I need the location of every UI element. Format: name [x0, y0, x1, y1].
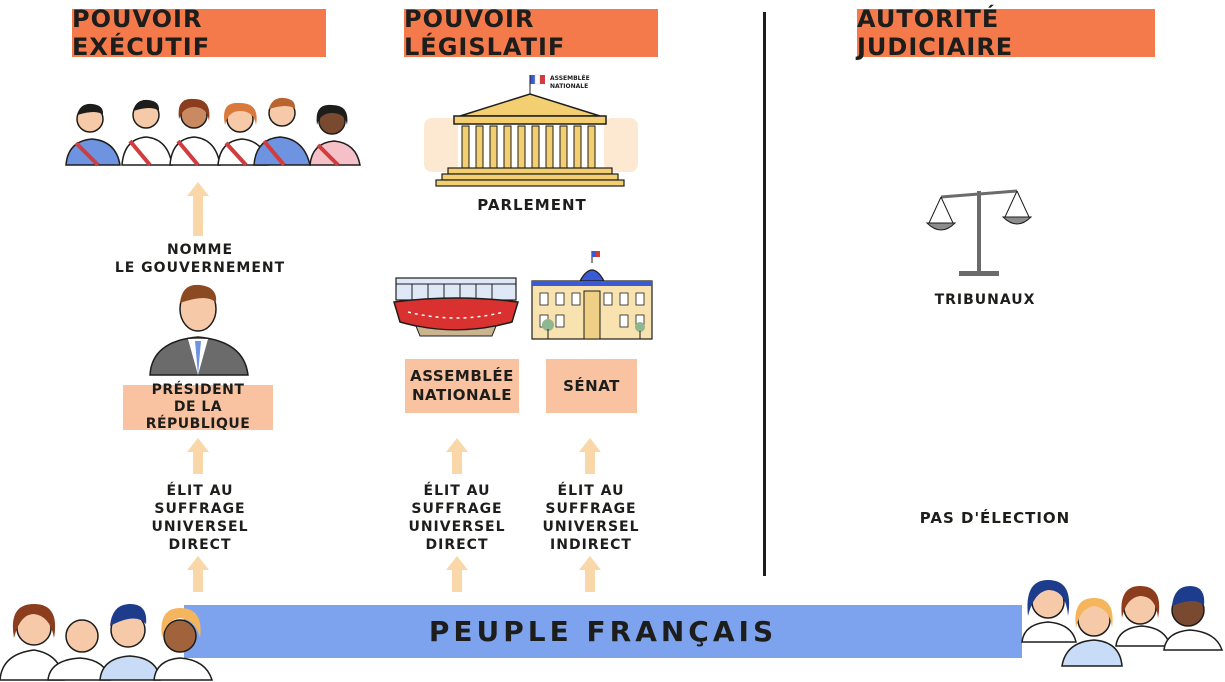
- box-assemblee-nationale: ASSEMBLÉE NATIONALE: [405, 359, 519, 413]
- assemblee-flag-label: ASSEMBLÉE: [550, 74, 590, 82]
- arrow-exec-mid: [187, 438, 209, 474]
- arrow-senat-mid: [579, 438, 601, 474]
- people-left-illustration: [0, 604, 214, 681]
- banner-peuple-francais: PEUPLE FRANÇAIS: [184, 605, 1022, 658]
- arrow-nomme: [187, 182, 209, 236]
- arrow-an-mid: [446, 438, 468, 474]
- arrow-senat-bottom: [579, 556, 601, 592]
- header-judicial: Autorité judiciaire: [857, 5, 1155, 61]
- box-president: PRÉSIDENT DE LA RÉPUBLIQUE: [123, 382, 273, 432]
- label-nomme-gouvernement: NOMME LE GOUVERNEMENT: [114, 242, 286, 276]
- svg-text:NATIONALE: NATIONALE: [550, 83, 588, 90]
- label-an-election: ÉLIT AU SUFFRAGE UNIVERSEL DIRECT: [408, 483, 506, 553]
- arrow-an-bottom: [446, 556, 468, 592]
- assemblee-hemicycle-illustration: [393, 277, 519, 337]
- header-legislative: Pouvoir législatif: [404, 5, 658, 61]
- parlement-illustration: ASSEMBLÉE NATIONALE: [424, 74, 638, 187]
- scales-of-justice-icon: [925, 189, 1033, 276]
- label-pas-election: PAS D'ÉLECTION: [919, 509, 1071, 527]
- arrow-exec-bottom: [187, 556, 209, 592]
- people-right-illustration: [1021, 580, 1224, 667]
- box-senat: SÉNAT: [546, 359, 637, 413]
- label-senat-election: ÉLIT AU SUFFRAGE UNIVERSEL INDIRECT: [542, 483, 640, 553]
- government-people-illustration: [65, 97, 361, 167]
- label-parlement: PARLEMENT: [477, 196, 587, 214]
- president-illustration: [149, 284, 249, 376]
- senat-illustration: [531, 251, 653, 340]
- label-tribunaux: TRIBUNAUX: [934, 292, 1036, 308]
- label-exec-election: ÉLIT AU SUFFRAGE UNIVERSEL DIRECT: [151, 483, 249, 553]
- header-executive: Pouvoir exécutif: [72, 5, 326, 61]
- divider-line: [763, 12, 766, 576]
